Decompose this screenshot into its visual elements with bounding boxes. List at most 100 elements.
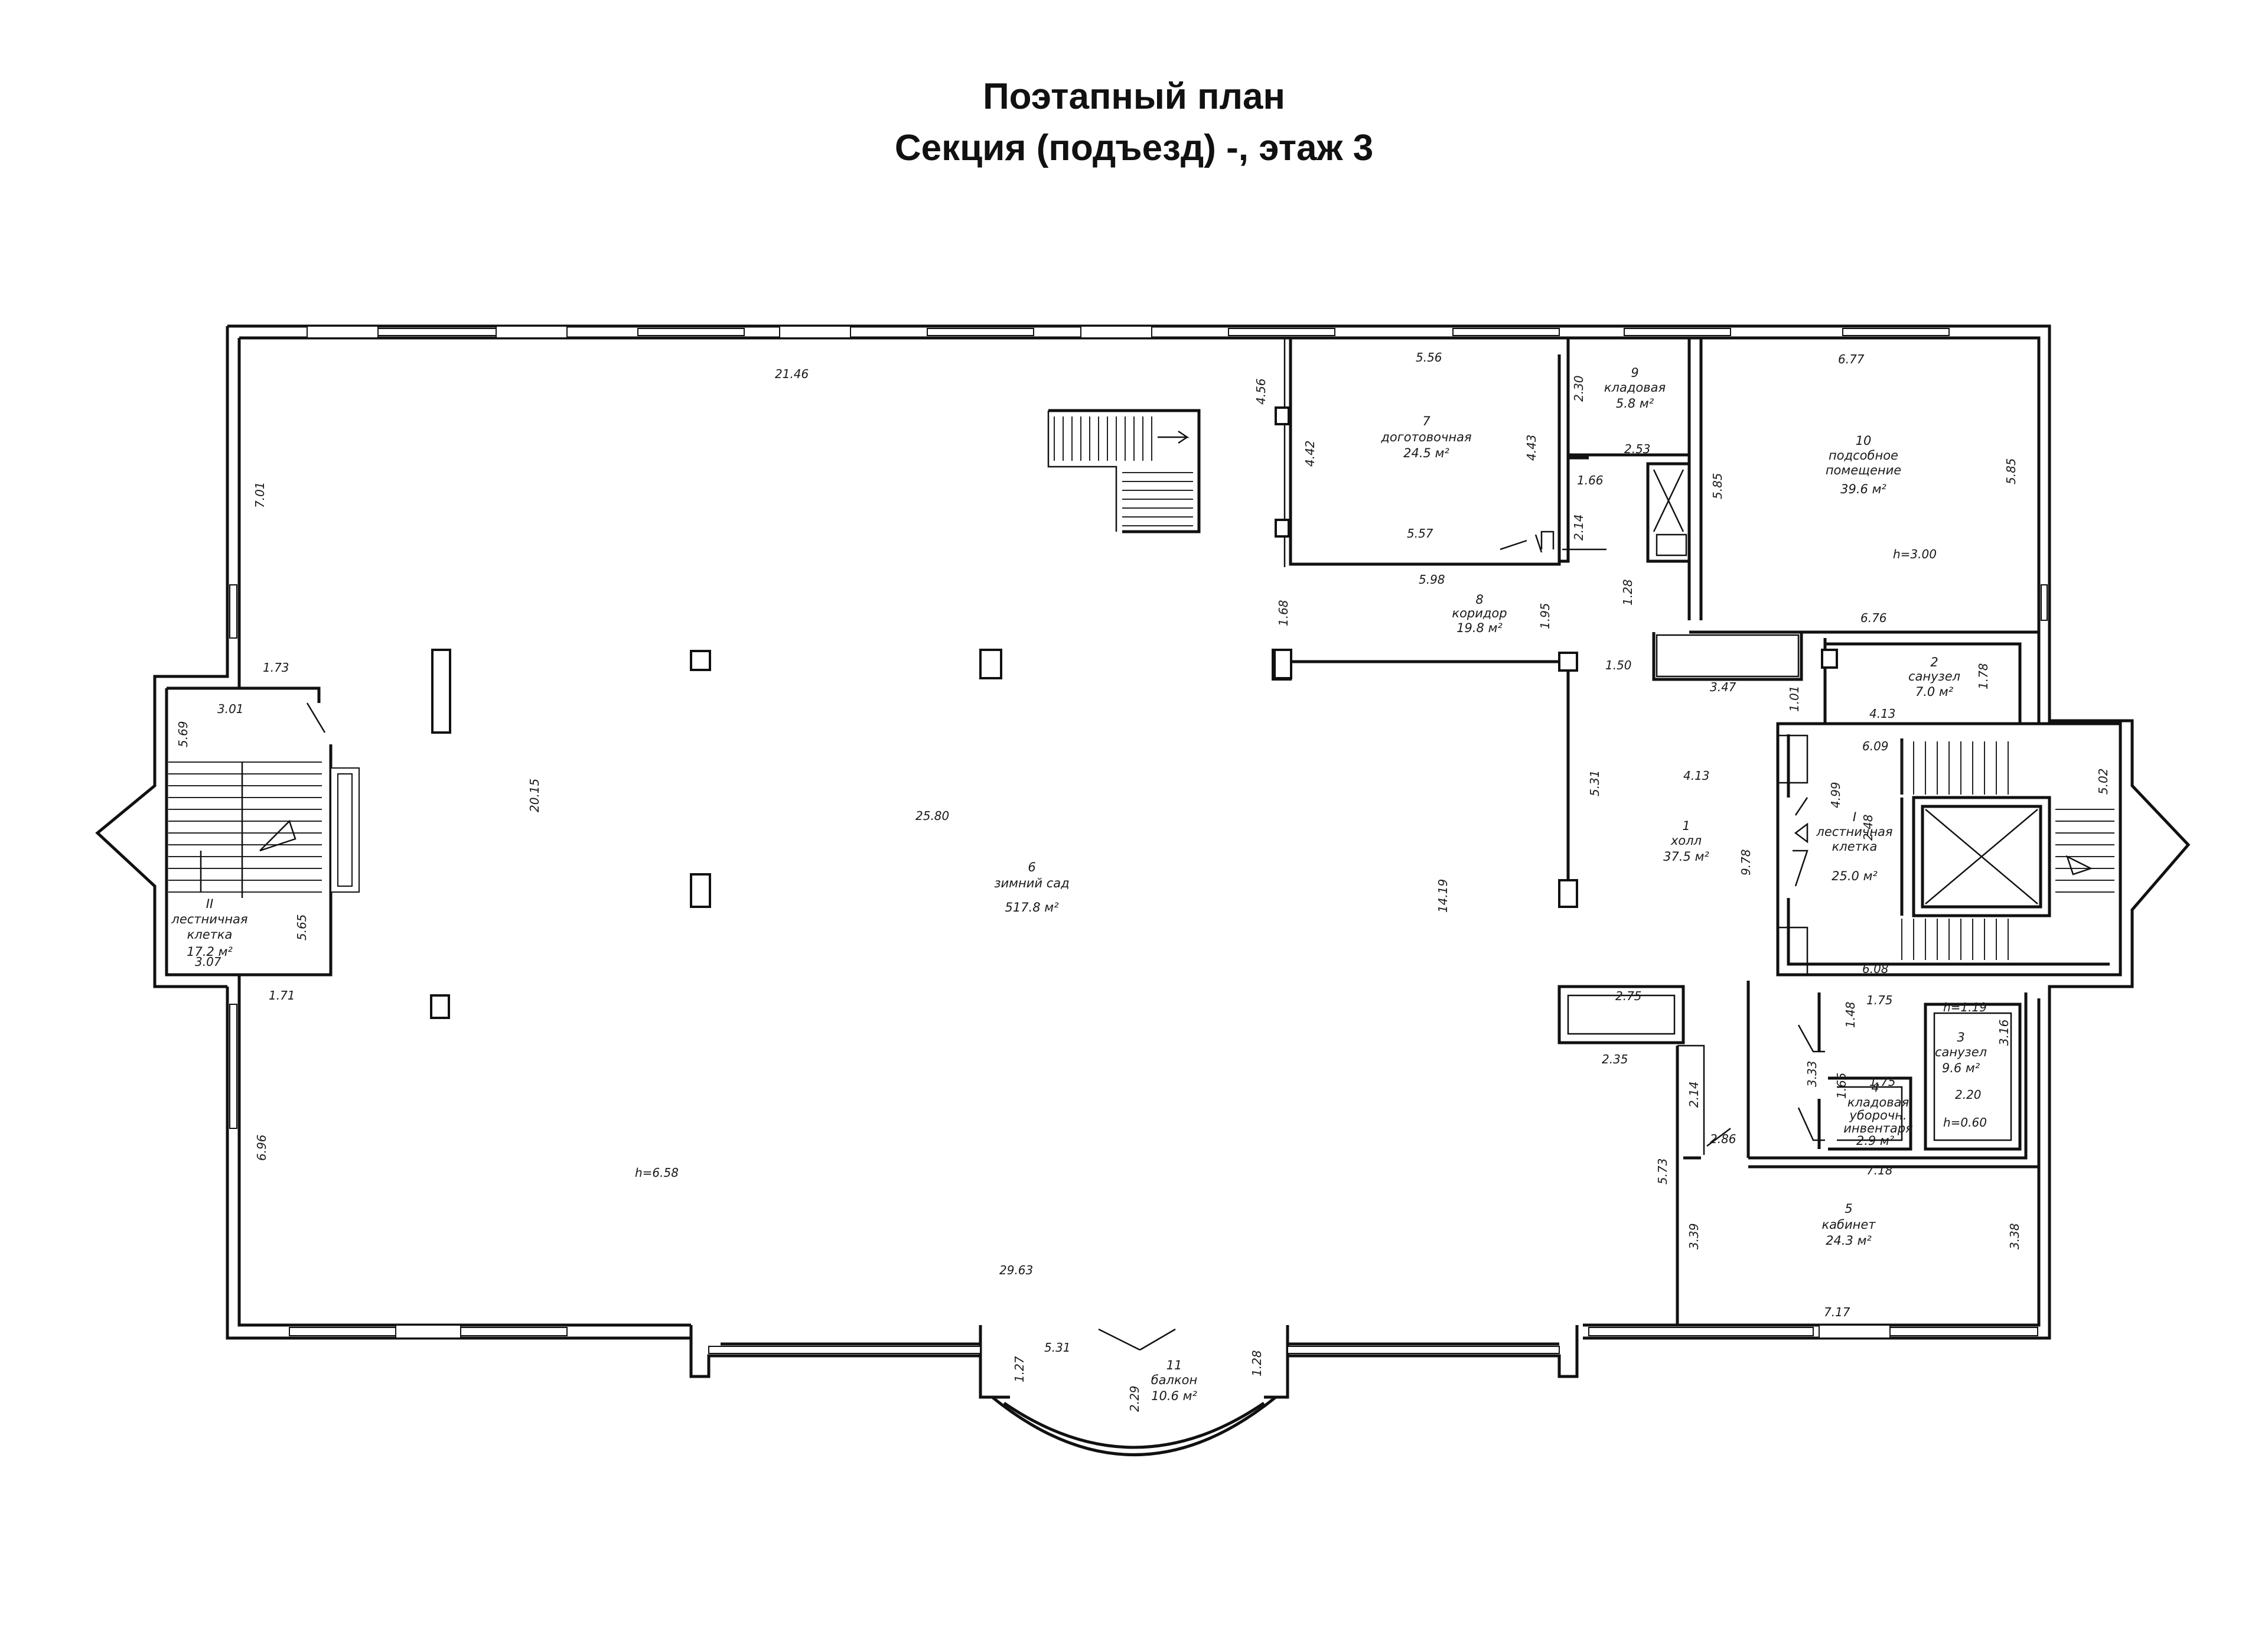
room-7-area: 24.5 м² bbox=[1403, 446, 1449, 460]
stairs bbox=[168, 409, 2114, 960]
room-8-name: коридор bbox=[1452, 606, 1507, 620]
room-II-name: лестничная bbox=[171, 912, 247, 926]
room-1-name: холл bbox=[1670, 834, 1702, 848]
plan-subtitle: Секция (подъезд) -, этаж 3 bbox=[894, 128, 1374, 168]
room-I-number: I bbox=[1853, 810, 1856, 824]
dimension: 29.63 bbox=[999, 1263, 1033, 1277]
room-I-name: лестничная bbox=[1816, 825, 1892, 839]
room-7-name: доготовочная bbox=[1380, 430, 1471, 444]
room-4-name: кладовая bbox=[1847, 1095, 1909, 1109]
dimension: 5.31 bbox=[1044, 1340, 1071, 1355]
dimension: 5.31 bbox=[1588, 770, 1602, 796]
windows bbox=[229, 326, 2048, 1354]
room-3-number: 3 bbox=[1957, 1030, 1964, 1044]
room-6-area: 517.8 м² bbox=[1005, 900, 1059, 915]
room-II-number: II bbox=[206, 897, 213, 911]
height-mark: h=0.60 bbox=[1943, 1115, 1987, 1130]
dimension: 1.68 bbox=[1276, 600, 1291, 626]
dimension: 5.69 bbox=[176, 721, 190, 747]
dimension: 2.35 bbox=[1602, 1052, 1628, 1066]
dimension: 4.42 bbox=[1303, 440, 1317, 467]
dimension: 2.14 bbox=[1687, 1081, 1701, 1108]
room-11-area: 10.6 м² bbox=[1151, 1389, 1197, 1403]
height-marks: h=6.58 h=3.00 h=1.19 h=0.60 bbox=[635, 547, 1987, 1180]
room-10-name2: помещение bbox=[1826, 463, 1901, 477]
dimension: 1.75 bbox=[1869, 1075, 1896, 1089]
dimension: 2.86 bbox=[1710, 1132, 1736, 1146]
height-mark: h=6.58 bbox=[635, 1166, 679, 1180]
dimension: 5.73 bbox=[1656, 1158, 1670, 1184]
dimension: 1.95 bbox=[1538, 603, 1552, 629]
dimension: 3.47 bbox=[1710, 680, 1736, 694]
room-10-name: подсобное bbox=[1829, 448, 1898, 463]
dimension: 2.75 bbox=[1615, 989, 1642, 1003]
dimension: 1.28 bbox=[1250, 1350, 1264, 1376]
dimension: 3.39 bbox=[1687, 1223, 1701, 1249]
dimension: 1.28 bbox=[1621, 579, 1635, 606]
dimension: 6.77 bbox=[1838, 352, 1865, 366]
dimension: 1.71 bbox=[269, 988, 295, 1003]
dimension: 1.65 bbox=[1834, 1072, 1849, 1099]
room-4-area: 2.9 м² bbox=[1856, 1134, 1895, 1148]
interior-walls bbox=[306, 338, 2051, 1351]
dimension: 25.80 bbox=[915, 809, 949, 823]
dimension: 4.99 bbox=[1829, 782, 1843, 808]
dimension: 5.57 bbox=[1407, 526, 1433, 541]
dimension: 1.78 bbox=[1976, 663, 1990, 689]
dimension: 5.65 bbox=[295, 914, 309, 940]
room-6-number: 6 bbox=[1028, 860, 1035, 874]
dimension: 21.46 bbox=[775, 367, 809, 381]
dimension: 6.76 bbox=[1860, 611, 1887, 625]
dimension: 2.20 bbox=[1955, 1088, 1982, 1102]
room-4-name2: уборочн. bbox=[1849, 1108, 1907, 1122]
dimension: 3.07 bbox=[195, 955, 221, 969]
room-4-number: 4 bbox=[1871, 1081, 1879, 1095]
dimension: 5.85 bbox=[2004, 458, 2018, 484]
room-10-number: 10 bbox=[1856, 434, 1872, 448]
room-2-name: санузел bbox=[1908, 669, 1960, 684]
room-4-name3: инвентаря bbox=[1843, 1121, 1912, 1135]
room-5-name: кабинет bbox=[1821, 1218, 1876, 1232]
dimension: 1.01 bbox=[1787, 685, 1801, 712]
dimension: 1.27 bbox=[1012, 1356, 1027, 1382]
dimension: 2.48 bbox=[1861, 814, 1875, 841]
dimension: 1.73 bbox=[263, 660, 289, 675]
dimension: 1.75 bbox=[1866, 993, 1893, 1007]
room-2-number: 2 bbox=[1930, 655, 1938, 669]
dimension: 9.78 bbox=[1739, 849, 1753, 876]
dimension: 6.96 bbox=[255, 1134, 269, 1161]
dimension: 5.02 bbox=[2096, 768, 2110, 795]
dimension: 4.43 bbox=[1524, 434, 1539, 461]
dimension: 3.38 bbox=[2008, 1223, 2022, 1249]
dimension: 6.09 bbox=[1862, 739, 1889, 753]
room-9-area: 5.8 м² bbox=[1616, 396, 1654, 411]
dimension: 1.48 bbox=[1843, 1001, 1858, 1028]
dimension: 1.66 bbox=[1577, 473, 1604, 487]
dimension: 7.17 bbox=[1824, 1305, 1850, 1319]
dimension: 2.53 bbox=[1624, 442, 1651, 456]
dimension: 4.56 bbox=[1254, 378, 1268, 405]
room-5-area: 24.3 м² bbox=[1826, 1234, 1872, 1248]
room-7-number: 7 bbox=[1422, 414, 1430, 428]
height-mark: h=3.00 bbox=[1893, 547, 1937, 561]
room-6-name: зимний сад bbox=[994, 876, 1069, 890]
dimension: 7.01 bbox=[253, 481, 267, 508]
height-mark: h=1.19 bbox=[1943, 1000, 1987, 1014]
room-9-name: кладовая bbox=[1604, 380, 1666, 395]
room-labels: 6 зимний сад 517.8 м² 7 доготовочная 24.… bbox=[171, 366, 1987, 1403]
room-8-area: 19.8 м² bbox=[1456, 621, 1503, 635]
dimension: 3.01 bbox=[217, 702, 244, 716]
dimension-labels: 21.46 7.01 1.73 3.01 5.69 20.15 25.80 5.… bbox=[176, 350, 2110, 1412]
dimension: 4.13 bbox=[1683, 769, 1710, 783]
dimension: 3.33 bbox=[1805, 1060, 1819, 1087]
dimension: 5.56 bbox=[1416, 350, 1442, 365]
room-I-name2: клетка bbox=[1832, 839, 1878, 854]
room-II-area: 17.2 м² bbox=[187, 945, 233, 959]
dimension: 20.15 bbox=[527, 779, 542, 812]
room-1-number: 1 bbox=[1682, 819, 1690, 833]
dimension: 5.98 bbox=[1419, 572, 1445, 587]
room-1-area: 37.5 м² bbox=[1663, 850, 1709, 864]
room-10-area: 39.6 м² bbox=[1840, 482, 1886, 496]
dimension: 2.29 bbox=[1128, 1385, 1142, 1412]
